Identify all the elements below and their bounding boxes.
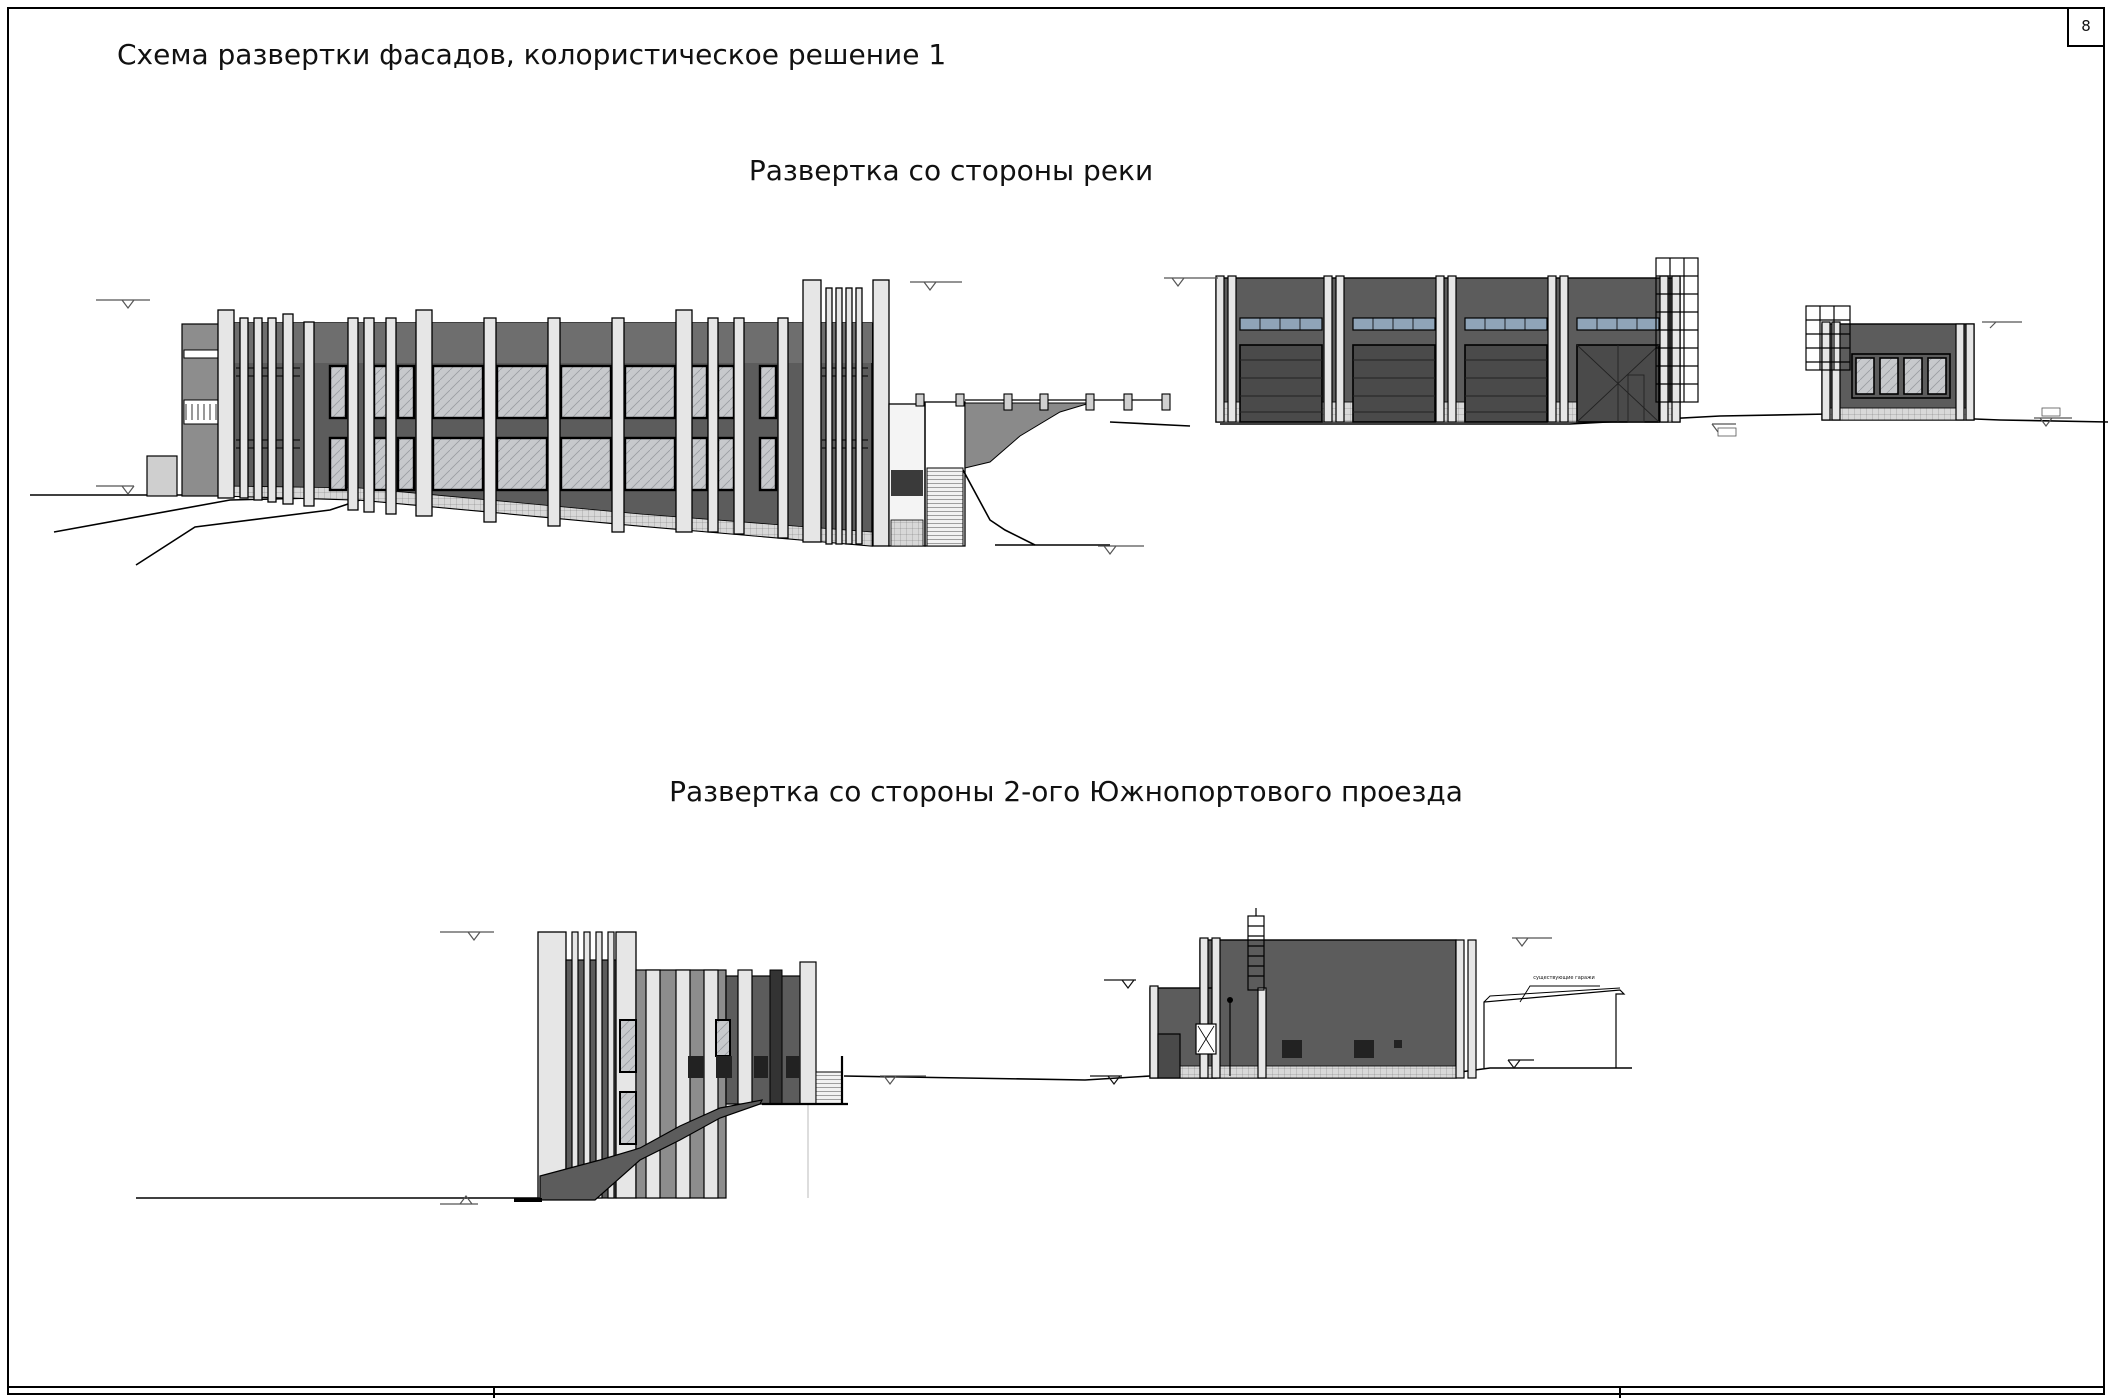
existing-garage-label: существующие гаражи [1533,975,1595,981]
sheet-title: Схема развертки фасадов, колористическое… [117,38,946,71]
main-building-side [514,931,848,1202]
page-number: 8 [2081,17,2091,35]
passage-view-title: Развертка со стороны 2-ого Южнопортового… [669,775,1463,808]
sheet-frame [7,7,2105,1398]
passage-elevation: существующие гаражи [136,908,1632,1205]
river-elevation [30,257,2109,566]
small-building-river [1805,305,1975,421]
stair-ramp [888,393,1171,547]
garage-building-side: существующие гаражи [1149,908,1626,1079]
page-number-box: 8 [2067,7,2105,47]
garage-window-bands [1239,317,1660,331]
ladder-tower-small [1805,305,1851,371]
ground-line-lower [136,1067,1632,1199]
ladder-tower [1655,257,1699,403]
pilasters [217,279,890,547]
river-view-title: Развертка со стороны реки [749,154,1153,187]
main-building-river [146,279,890,547]
level-marks-passage [440,931,1552,1205]
level-marks-river [96,277,2072,555]
ladder-tower-side [1247,908,1265,991]
garage-building-river [1215,257,1699,423]
window-row-lower [328,436,778,492]
